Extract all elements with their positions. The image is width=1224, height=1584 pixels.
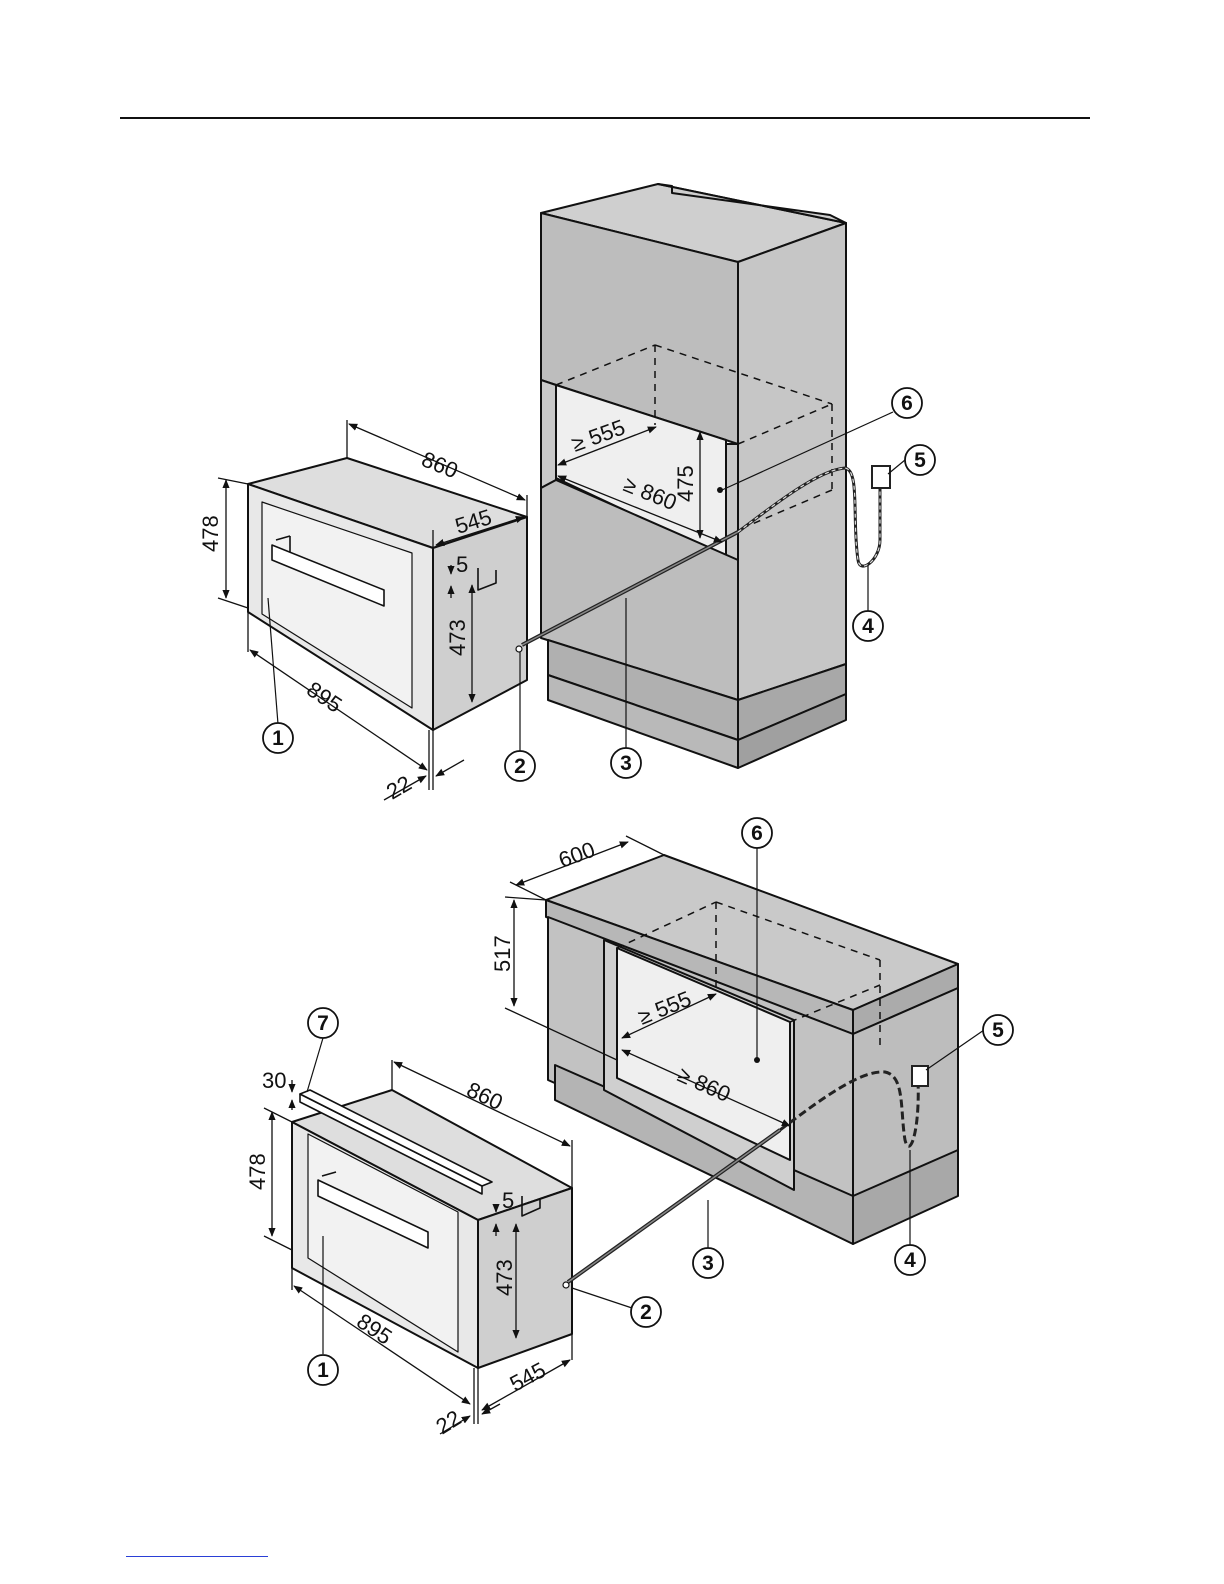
dim-bottom-30: 30 <box>262 1068 286 1093</box>
dim-top-niche-475: 475 <box>673 465 698 502</box>
dim-top-22: 22 <box>382 770 416 804</box>
dim-bottom-860: 860 <box>463 1077 507 1115</box>
bottom-callout-6: 6 <box>742 818 772 848</box>
bottom-callout-2: 2 <box>631 1297 661 1327</box>
svg-text:2: 2 <box>640 1301 652 1324</box>
bottom-callout-5: 5 <box>983 1015 1013 1045</box>
bottom-callout-1: 1 <box>308 1355 338 1385</box>
dim-top-478: 478 <box>198 515 223 552</box>
dim-top-860: 860 <box>418 446 461 483</box>
top-callout-5: 5 <box>905 445 935 475</box>
dim-bottom-22: 22 <box>431 1405 465 1439</box>
bottom-oven <box>292 1090 572 1368</box>
svg-text:1: 1 <box>272 727 284 750</box>
bottom-callout-4: 4 <box>895 1245 925 1275</box>
top-callout-2: 2 <box>505 751 535 781</box>
base-cabinet <box>546 855 958 1244</box>
bottom-callout-7: 7 <box>308 1008 338 1038</box>
svg-text:3: 3 <box>702 1252 714 1275</box>
svg-text:2: 2 <box>514 755 526 778</box>
svg-text:6: 6 <box>901 392 913 415</box>
svg-text:5: 5 <box>992 1019 1004 1042</box>
top-callout-3: 3 <box>611 748 641 778</box>
footer-link-underline <box>126 1556 268 1557</box>
svg-text:4: 4 <box>904 1249 916 1272</box>
top-oven <box>248 458 527 730</box>
dim-bottom-478: 478 <box>245 1153 270 1190</box>
dim-bottom-600: 600 <box>555 837 598 873</box>
svg-text:3: 3 <box>620 752 632 775</box>
svg-text:1: 1 <box>317 1359 329 1382</box>
bottom-callout-3: 3 <box>693 1248 723 1278</box>
svg-text:6: 6 <box>751 822 763 845</box>
dim-bottom-517: 517 <box>490 935 515 972</box>
dim-bottom-545: 545 <box>506 1357 550 1396</box>
top-callout-6: 6 <box>892 388 922 418</box>
svg-text:7: 7 <box>317 1012 329 1035</box>
svg-text:5: 5 <box>914 449 926 472</box>
top-callout-1: 1 <box>263 723 293 753</box>
top-callout-4: 4 <box>853 611 883 641</box>
svg-text:4: 4 <box>862 615 874 638</box>
dim-top-473: 473 <box>445 619 470 656</box>
dim-bottom-5: 5 <box>502 1188 514 1213</box>
dim-top-5: 5 <box>456 552 468 577</box>
dim-bottom-473: 473 <box>492 1259 517 1296</box>
